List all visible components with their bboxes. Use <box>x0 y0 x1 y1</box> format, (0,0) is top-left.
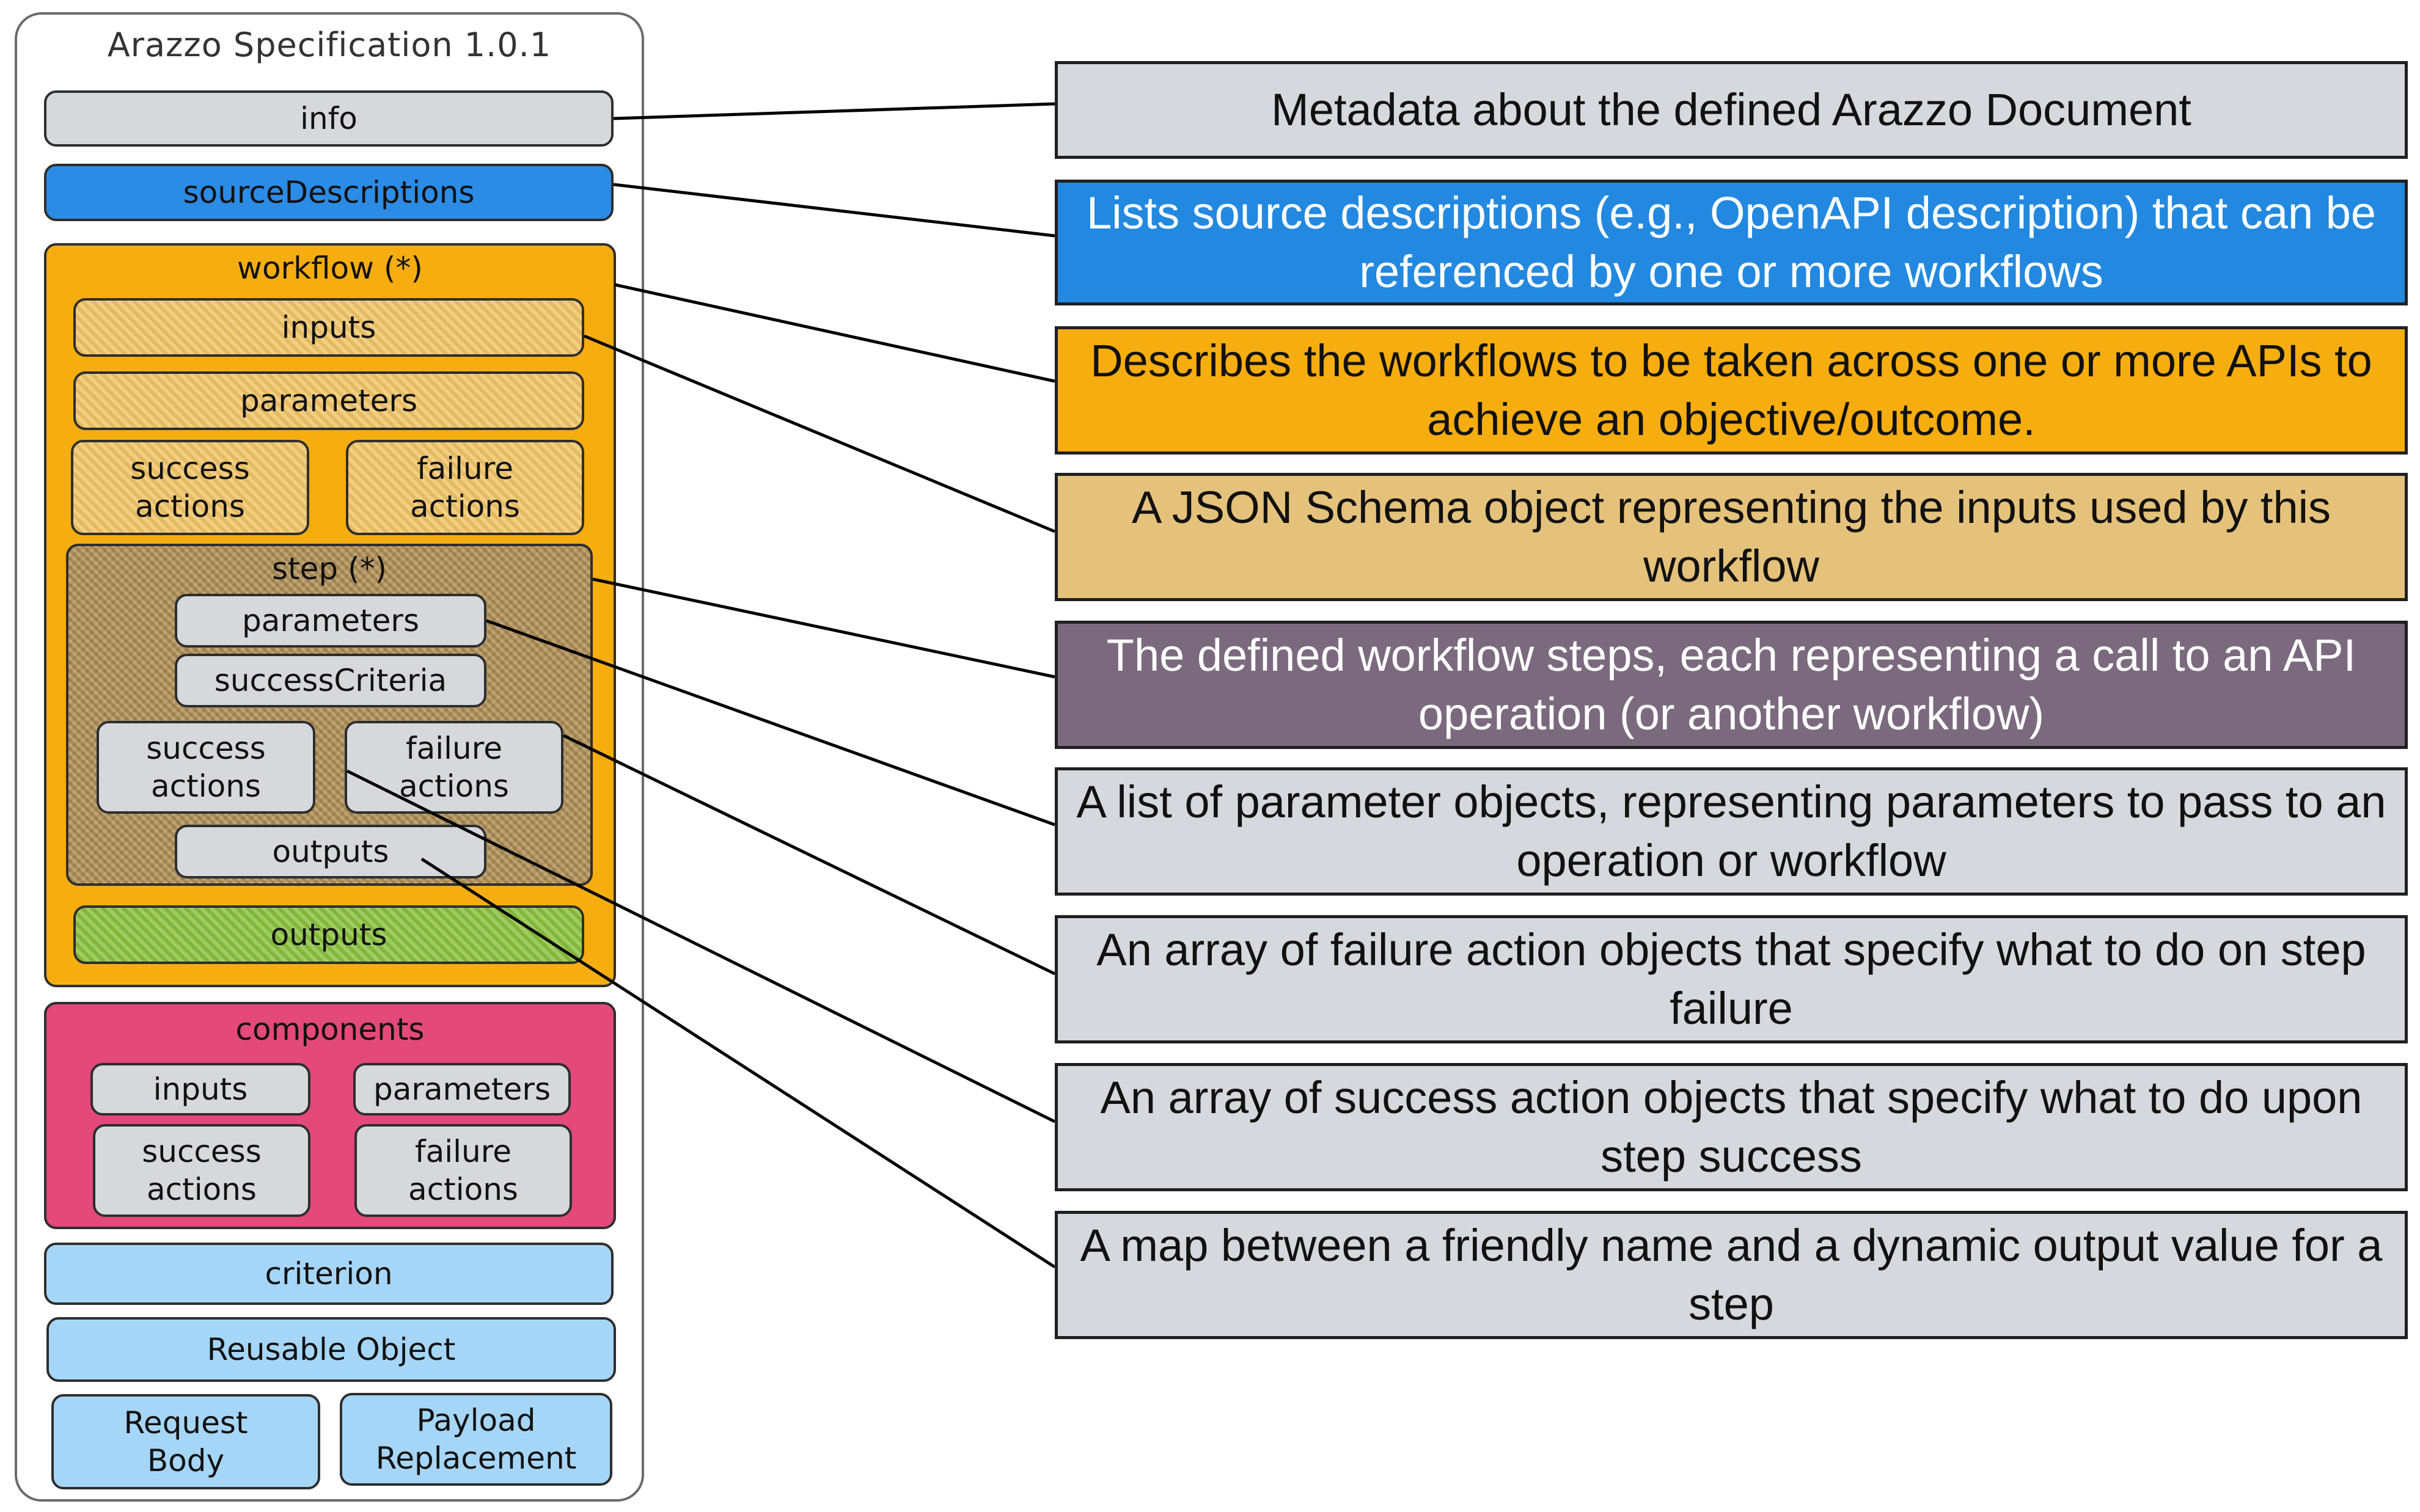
connector-info <box>613 102 1055 120</box>
payload-replacement-box[interactable]: Payload Replacement <box>340 1393 612 1486</box>
source-descriptions-box[interactable]: sourceDescriptions <box>44 164 614 221</box>
criterion-box[interactable]: criterion <box>44 1243 614 1305</box>
reusable-object-box[interactable]: Reusable Object <box>46 1317 616 1382</box>
desc-inputs: A JSON Schema object representing the in… <box>1055 473 2408 601</box>
workflow-success-actions-box[interactable]: success actions <box>71 440 309 535</box>
step-outputs-box[interactable]: outputs <box>175 825 486 878</box>
desc-source-descriptions: Lists source descriptions (e.g., OpenAPI… <box>1055 180 2408 305</box>
workflow-failure-actions-box[interactable]: failure actions <box>346 440 584 535</box>
connector-parameters <box>486 619 1055 827</box>
components-label: components <box>235 1012 425 1047</box>
spec-title: Arazzo Specification 1.0.1 <box>107 26 552 64</box>
step-parameters-box[interactable]: parameters <box>175 594 486 648</box>
connector-step <box>592 577 1055 679</box>
desc-success-actions: An array of success action objects that … <box>1055 1063 2408 1191</box>
connector-failure-actions <box>562 734 1056 976</box>
desc-workflow: Describes the workflows to be taken acro… <box>1055 326 2408 455</box>
desc-failure-actions: An array of failure action objects that … <box>1055 915 2408 1043</box>
step-failure-actions-box[interactable]: failure actions <box>345 721 563 814</box>
workflow-inputs-box[interactable]: inputs <box>73 298 584 357</box>
workflow-label: workflow (*) <box>237 250 423 286</box>
connector-success-actions <box>346 769 1056 1123</box>
desc-outputs: A map between a friendly name and a dyna… <box>1055 1211 2408 1339</box>
info-box[interactable]: info <box>44 90 614 147</box>
step-success-actions-box[interactable]: success actions <box>97 721 315 814</box>
components-success-actions-box[interactable]: success actions <box>93 1124 310 1217</box>
request-body-box[interactable]: Request Body <box>51 1394 320 1489</box>
connector-source-descriptions <box>613 183 1055 238</box>
components-inputs-box[interactable]: inputs <box>90 1063 310 1116</box>
step-success-criteria-box[interactable]: successCriteria <box>175 654 486 707</box>
components-failure-actions-box[interactable]: failure actions <box>354 1124 572 1217</box>
desc-info: Metadata about the defined Arazzo Docume… <box>1055 61 2408 159</box>
components-parameters-box[interactable]: parameters <box>353 1063 571 1116</box>
connector-workflow <box>614 283 1055 383</box>
workflow-outputs-box[interactable]: outputs <box>73 905 584 964</box>
connector-inputs <box>584 334 1055 533</box>
workflow-parameters-box[interactable]: parameters <box>73 371 584 430</box>
desc-step: The defined workflow steps, each represe… <box>1055 621 2408 749</box>
connector-outputs <box>420 857 1056 1269</box>
step-label: step (*) <box>271 551 387 586</box>
desc-parameters: A list of parameter objects, representin… <box>1055 767 2408 896</box>
